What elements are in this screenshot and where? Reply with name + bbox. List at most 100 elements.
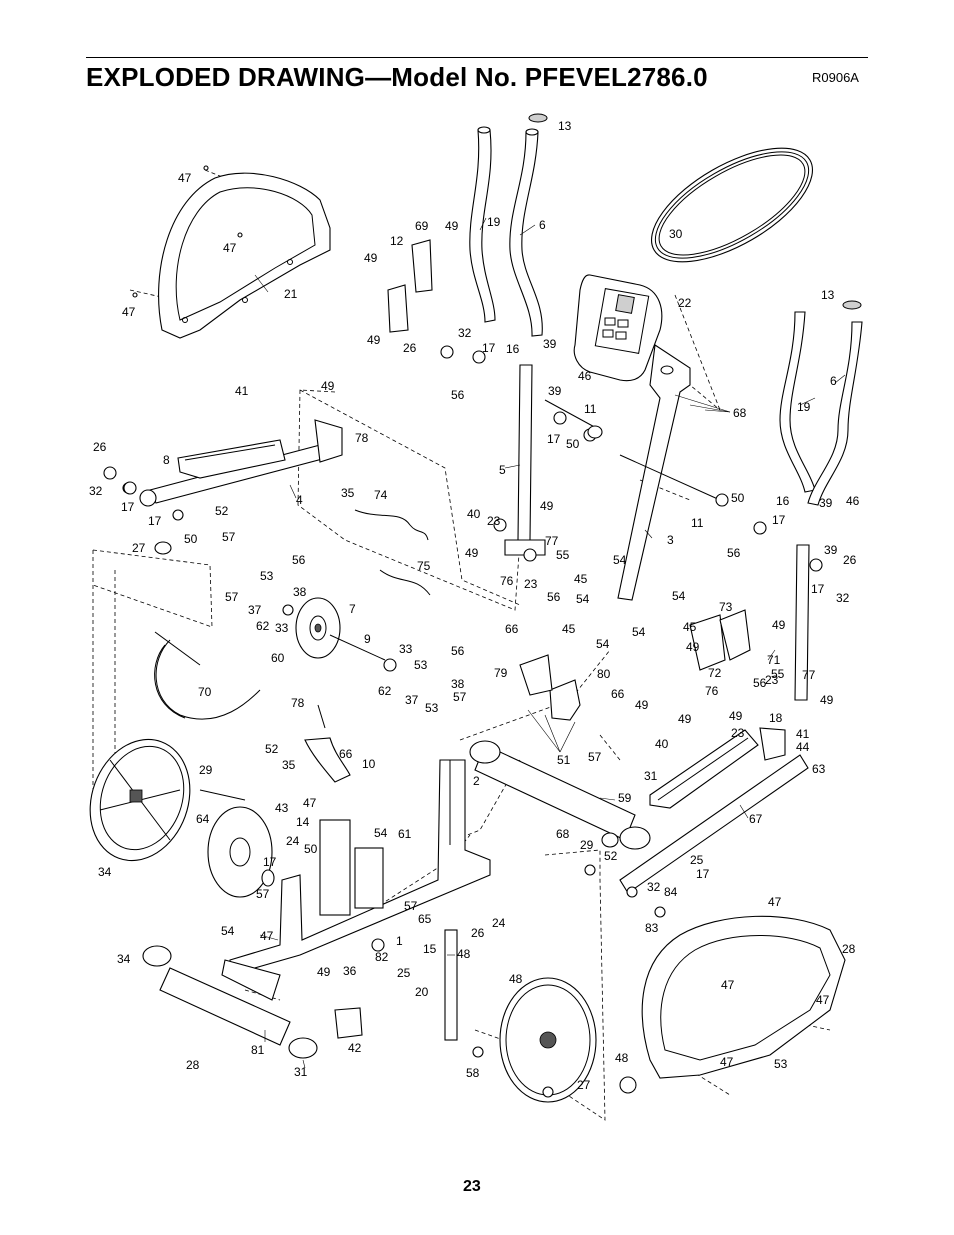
callout-label: 83 xyxy=(645,921,659,935)
callout-label: 38 xyxy=(293,585,307,599)
callout-label: 10 xyxy=(362,757,376,771)
callout-label: 47 xyxy=(122,305,136,319)
callout-label: 39 xyxy=(548,384,562,398)
callout-label: 56 xyxy=(753,676,767,690)
callout-label: 6 xyxy=(539,218,546,232)
callout-label: 23 xyxy=(487,514,501,528)
callout-label: 39 xyxy=(819,496,833,510)
callout-label: 20 xyxy=(415,985,429,999)
callout-label: 31 xyxy=(294,1065,308,1079)
callout-label: 77 xyxy=(802,668,816,682)
callout-label: 40 xyxy=(467,507,481,521)
console xyxy=(573,274,663,382)
pulley xyxy=(199,789,275,898)
callout-label: 52 xyxy=(215,504,229,518)
callout-label: 35 xyxy=(282,758,296,772)
callout-label: 54 xyxy=(576,592,590,606)
callout-label: 66 xyxy=(611,687,625,701)
right-disk xyxy=(499,977,597,1103)
flywheel xyxy=(295,597,386,661)
callout-label: 54 xyxy=(613,553,627,567)
callout-label: 39 xyxy=(543,337,557,351)
callout-label: 72 xyxy=(708,666,722,680)
left-disk xyxy=(89,738,191,862)
callout-label: 36 xyxy=(343,964,357,978)
callout-label: 54 xyxy=(221,924,235,938)
callout-label: 47 xyxy=(223,241,237,255)
callout-label: 22 xyxy=(678,296,692,310)
callout-label: 28 xyxy=(186,1058,200,1072)
callout-label: 49 xyxy=(729,709,743,723)
callout-label: 67 xyxy=(749,812,763,826)
right-lower-shroud xyxy=(641,915,846,1079)
callout-label: 39 xyxy=(824,543,838,557)
callout-label: 33 xyxy=(399,642,413,656)
callout-label: 13 xyxy=(558,119,572,133)
callout-label: 56 xyxy=(547,590,561,604)
callout-label: 47 xyxy=(178,171,192,185)
callout-label: 66 xyxy=(505,622,519,636)
callout-label: 74 xyxy=(374,488,388,502)
callout-label: 26 xyxy=(403,341,417,355)
right-pedal-arm xyxy=(619,727,809,894)
callout-label: 23 xyxy=(731,726,745,740)
left-lower-handlebar xyxy=(504,364,546,556)
callout-label: 49 xyxy=(686,640,700,654)
callout-label: 49 xyxy=(367,333,381,347)
callout-label: 16 xyxy=(506,342,520,356)
callout-label: 56 xyxy=(451,388,465,402)
callout-label: 44 xyxy=(796,740,810,754)
callout-label: 52 xyxy=(604,849,618,863)
callout-label: 29 xyxy=(199,763,213,777)
callout-label: 45 xyxy=(683,620,697,634)
callout-label: 73 xyxy=(719,600,733,614)
callout-label: 50 xyxy=(184,532,198,546)
callout-label: 57 xyxy=(225,590,239,604)
callout-label: 17 xyxy=(772,513,786,527)
callout-label: 49 xyxy=(678,712,692,726)
callout-label: 49 xyxy=(317,965,331,979)
callout-label: 25 xyxy=(397,966,411,980)
callout-label: 26 xyxy=(471,926,485,940)
callout-label: 84 xyxy=(664,885,678,899)
callout-label: 48 xyxy=(509,972,523,986)
callout-label: 23 xyxy=(524,577,538,591)
callout-label: 24 xyxy=(492,916,506,930)
callout-label: 54 xyxy=(632,625,646,639)
callout-label: 27 xyxy=(577,1078,591,1092)
callout-label: 26 xyxy=(93,440,107,454)
brake-assembly xyxy=(304,704,351,783)
callout-label: 48 xyxy=(457,947,471,961)
callout-label: 23 xyxy=(765,673,779,687)
callout-label: 49 xyxy=(364,251,378,265)
callout-label: 62 xyxy=(256,619,270,633)
callout-label: 54 xyxy=(596,637,610,651)
callout-label: 56 xyxy=(292,553,306,567)
callout-label: 30 xyxy=(669,227,683,241)
callout-label: 33 xyxy=(275,621,289,635)
header-rule xyxy=(86,57,868,58)
callout-label: 80 xyxy=(597,667,611,681)
callout-label: 49 xyxy=(321,379,335,393)
callout-label: 49 xyxy=(772,618,786,632)
frame xyxy=(221,759,491,1001)
callout-label: 42 xyxy=(348,1041,362,1055)
callout-label: 51 xyxy=(557,753,571,767)
callout-label: 57 xyxy=(256,887,270,901)
callout-label: 66 xyxy=(339,747,353,761)
callout-label: 47 xyxy=(260,929,274,943)
callout-label: 40 xyxy=(655,737,669,751)
callout-label: 47 xyxy=(303,796,317,810)
callout-label: 24 xyxy=(286,834,300,848)
callout-label: 17 xyxy=(547,432,561,446)
callout-label: 13 xyxy=(821,288,835,302)
callout-label: 46 xyxy=(578,369,592,383)
callout-label: 47 xyxy=(768,895,782,909)
callout-label: 25 xyxy=(690,853,704,867)
callout-label: 32 xyxy=(836,591,850,605)
callout-label: 41 xyxy=(796,727,810,741)
callout-label: 37 xyxy=(405,693,419,707)
callout-label: 53 xyxy=(414,658,428,672)
callout-label: 17 xyxy=(263,855,277,869)
callout-label: 3 xyxy=(667,533,674,547)
